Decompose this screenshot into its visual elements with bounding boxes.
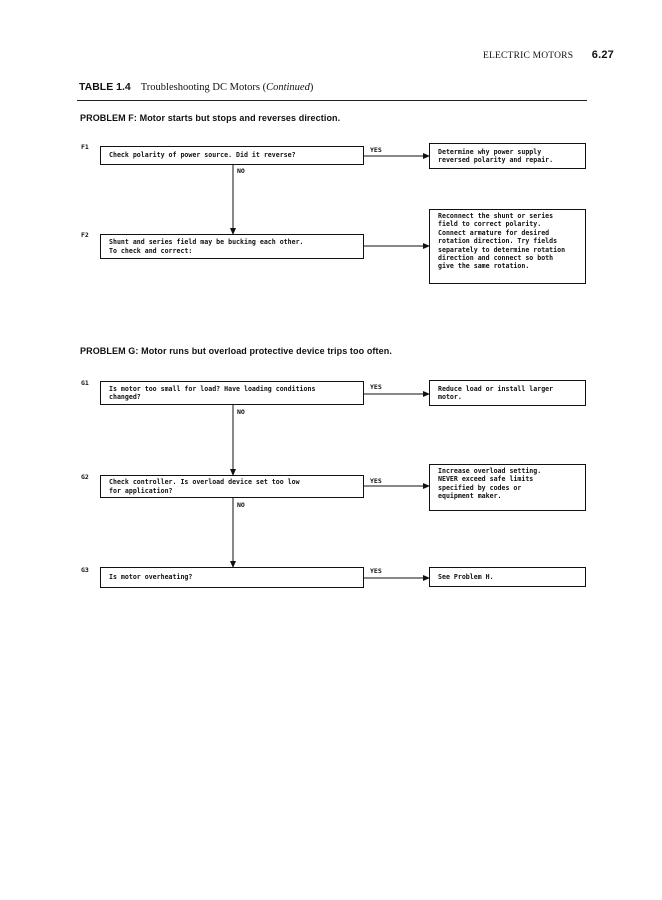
table-number: TABLE 1.4: [79, 81, 131, 93]
step-g2-id: G2: [81, 473, 89, 481]
running-title: ELECTRIC MOTORS: [483, 51, 574, 61]
f1-no-label: NO: [237, 167, 245, 175]
step-f2-id: F2: [81, 231, 89, 239]
step-g1-id: G1: [81, 379, 89, 387]
f1-yes-label: YES: [370, 146, 382, 154]
g3-question-box: Is motor overheating?: [100, 567, 364, 588]
g2-yes-label: YES: [370, 477, 382, 485]
problem-f-heading: PROBLEM F: Motor starts but stops and re…: [80, 113, 341, 123]
caption-rule: [77, 100, 587, 101]
g1-no-label: NO: [237, 408, 245, 416]
g2-question-box: Check controller. Is overload device set…: [100, 475, 364, 498]
g1-action-box: Reduce load or install larger motor.: [429, 380, 586, 406]
table-continued: Continued: [266, 82, 310, 93]
table-title-close: ): [309, 82, 314, 93]
g2-no-label: NO: [237, 501, 245, 509]
problem-g-heading: PROBLEM G: Motor runs but overload prote…: [80, 346, 392, 356]
table-title: Troubleshooting DC Motors (: [140, 82, 267, 93]
step-g3-id: G3: [81, 566, 89, 574]
f2-question-box: Shunt and series field may be bucking ea…: [100, 234, 364, 259]
g3-action-box: See Problem H.: [429, 567, 586, 587]
g3-yes-label: YES: [370, 567, 382, 575]
page-number: 6.27: [591, 49, 614, 61]
f1-question-box: Check polarity of power source. Did it r…: [100, 146, 364, 165]
g2-action-box: Increase overload setting. NEVER exceed …: [429, 464, 586, 511]
f2-action-box: Reconnect the shunt or series field to c…: [429, 209, 586, 284]
f1-action-box: Determine why power supply reversed pola…: [429, 143, 586, 169]
step-f1-id: F1: [81, 143, 89, 151]
g1-yes-label: YES: [370, 383, 382, 391]
table-caption: TABLE 1.4 Troubleshooting DC Motors (Cont…: [79, 81, 313, 93]
g1-question-box: Is motor too small for load? Have loadin…: [100, 381, 364, 405]
running-head: ELECTRIC MOTORS 6.27: [0, 49, 614, 61]
